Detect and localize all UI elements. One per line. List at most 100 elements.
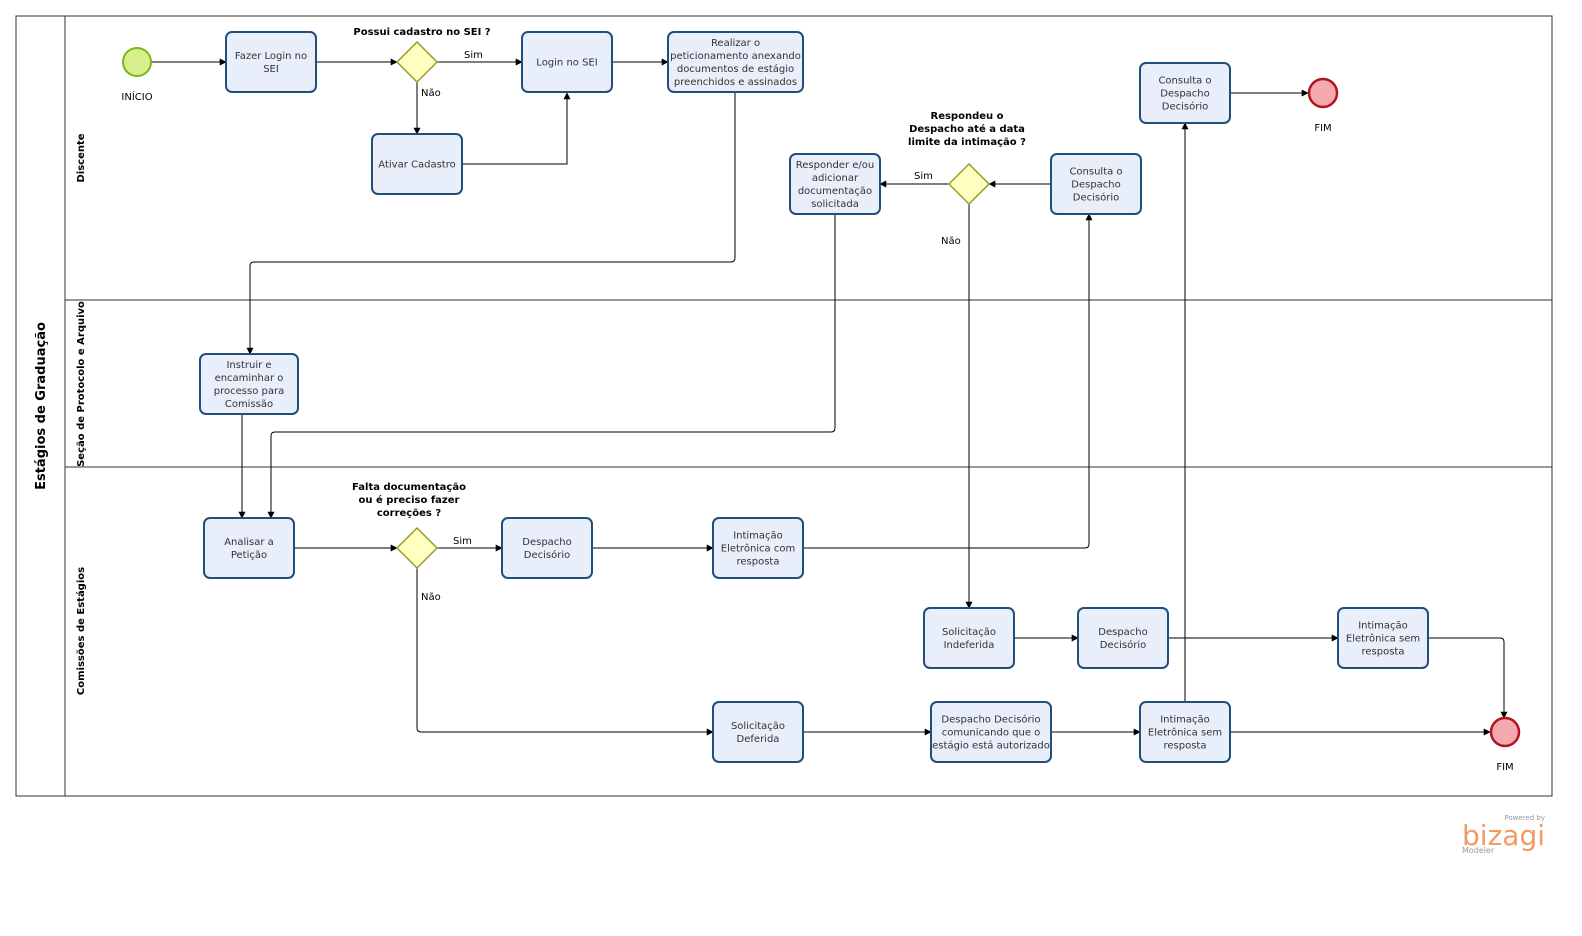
- gateway-possui-cadastro: Possui cadastro no SEI ?: [353, 27, 491, 84]
- start-event: INÍCIO: [121, 47, 153, 103]
- task-box: [1139, 701, 1231, 763]
- gateway-diamond: [395, 526, 439, 570]
- lane-label-discente: Discente: [76, 133, 87, 182]
- task-responder: Responder e/ouadicionardocumentaçãosolic…: [789, 153, 881, 215]
- task-label: Intimação: [1160, 715, 1210, 726]
- task-label: Solicitação: [731, 721, 785, 732]
- task-label: Consulta o: [1069, 167, 1122, 178]
- flow-labels: Sim Não Sim Não Sim Não: [421, 50, 961, 603]
- sequence-flows: [151, 58, 1508, 736]
- task-label: preenchidos e assinados: [674, 77, 797, 88]
- flow-ativar-to-loginsei: [462, 92, 571, 165]
- flow-label-sim: Sim: [914, 171, 933, 182]
- gateway-diamond: [395, 40, 439, 84]
- task-label: Decisório: [1100, 639, 1146, 651]
- task-label: Responder e/ou: [796, 160, 874, 171]
- task-label: documentação: [798, 186, 872, 197]
- task-label: Eletrônica sem: [1148, 727, 1222, 739]
- task-box: [1139, 62, 1231, 124]
- task-box: [930, 701, 1052, 763]
- task-label: adicionar: [812, 173, 859, 184]
- task-box: [371, 133, 463, 195]
- task-label: Comissão: [225, 399, 273, 410]
- flow-gateway-nao-to-deferida: [416, 568, 714, 736]
- task-label: comunicando que o: [942, 728, 1041, 739]
- task-box: [521, 31, 613, 93]
- flow-label-nao: Não: [941, 236, 961, 247]
- modeler-text: Modeler: [1462, 846, 1495, 855]
- task-label: Despacho: [1071, 180, 1121, 191]
- task-label: Despacho: [1098, 627, 1148, 638]
- task-ativar-cadastro: Ativar Cadastro: [371, 133, 463, 195]
- task-label: documentos de estágio: [677, 63, 794, 75]
- lane-label-comissoes: Comissões de Estágios: [75, 567, 87, 695]
- lanes: Discente Seção de Protocolo e Arquivo Co…: [65, 133, 1552, 695]
- gateways: Possui cadastro no SEI ? Respondeu oDespa…: [352, 27, 1026, 570]
- pool-label: Estágios de Graduação: [34, 322, 49, 490]
- task-label: SEI: [263, 64, 279, 75]
- task-label: Despacho: [522, 537, 572, 548]
- task-box: [501, 517, 593, 579]
- flow-realizar-to-instruir: [246, 92, 736, 355]
- flow-intimacao-to-consulta: [803, 213, 1093, 549]
- end-event-label: FIM: [1314, 123, 1331, 134]
- flow-label-sim: Sim: [464, 50, 483, 61]
- task-box: [712, 517, 804, 579]
- task-label: Realizar o: [711, 38, 760, 49]
- end-event-bottom: FIM: [1489, 716, 1521, 773]
- task-label: Eletrônica sem: [1346, 633, 1420, 645]
- tasks: Fazer Login no SEI Login no SEI Ativar Cada…: [199, 31, 1429, 763]
- task-label: processo para: [214, 386, 284, 397]
- task-label: resposta: [1164, 741, 1207, 752]
- task-box: [712, 701, 804, 763]
- task-box: [1337, 607, 1429, 669]
- task-box: [789, 153, 881, 215]
- task-label: Deferida: [737, 734, 780, 745]
- task-box: [1050, 153, 1142, 215]
- task-label: Decisório: [1162, 101, 1208, 113]
- task-label: Login no SEI: [536, 58, 597, 69]
- task-box: [203, 517, 295, 579]
- task-label: Fazer Login no: [235, 51, 307, 62]
- lane-label-secao: Seção de Protocolo e Arquivo: [76, 301, 87, 467]
- flow-label-nao: Não: [421, 88, 441, 99]
- task-label: Intimação: [733, 531, 783, 542]
- gateway-diamond: [947, 162, 991, 206]
- task-label: Intimação: [1358, 621, 1408, 632]
- task-label: Solicitação: [942, 627, 996, 638]
- gateway-question: Possui cadastro no SEI ?: [353, 27, 490, 38]
- task-label: resposta: [737, 557, 780, 568]
- gateway-question: Despacho até a data: [909, 123, 1025, 135]
- task-label: Eletrônica com: [721, 543, 795, 555]
- task-box: [199, 353, 299, 415]
- task-label: encaminhar o: [215, 373, 284, 384]
- flow-label-sim: Sim: [453, 536, 472, 547]
- task-box: [225, 31, 317, 93]
- task-fazer-login: Fazer Login no SEI: [225, 31, 317, 93]
- powered-by-text: Powered by: [1504, 814, 1545, 822]
- bizagi-branding: Powered by bizagi Modeler: [1462, 814, 1545, 855]
- task-label: resposta: [1362, 647, 1405, 658]
- task-label: Decisório: [524, 549, 570, 561]
- task-box: [923, 607, 1015, 669]
- flow-intimacao-sem-to-fim: [1428, 637, 1508, 719]
- gateway-question: correções ?: [377, 508, 441, 519]
- task-label: Despacho Decisório: [941, 714, 1040, 726]
- task-label: Petição: [231, 550, 267, 561]
- task-label: Ativar Cadastro: [378, 160, 455, 171]
- gateway-question: Falta documentação: [352, 482, 466, 493]
- flow-responder-to-analisar: [267, 214, 836, 519]
